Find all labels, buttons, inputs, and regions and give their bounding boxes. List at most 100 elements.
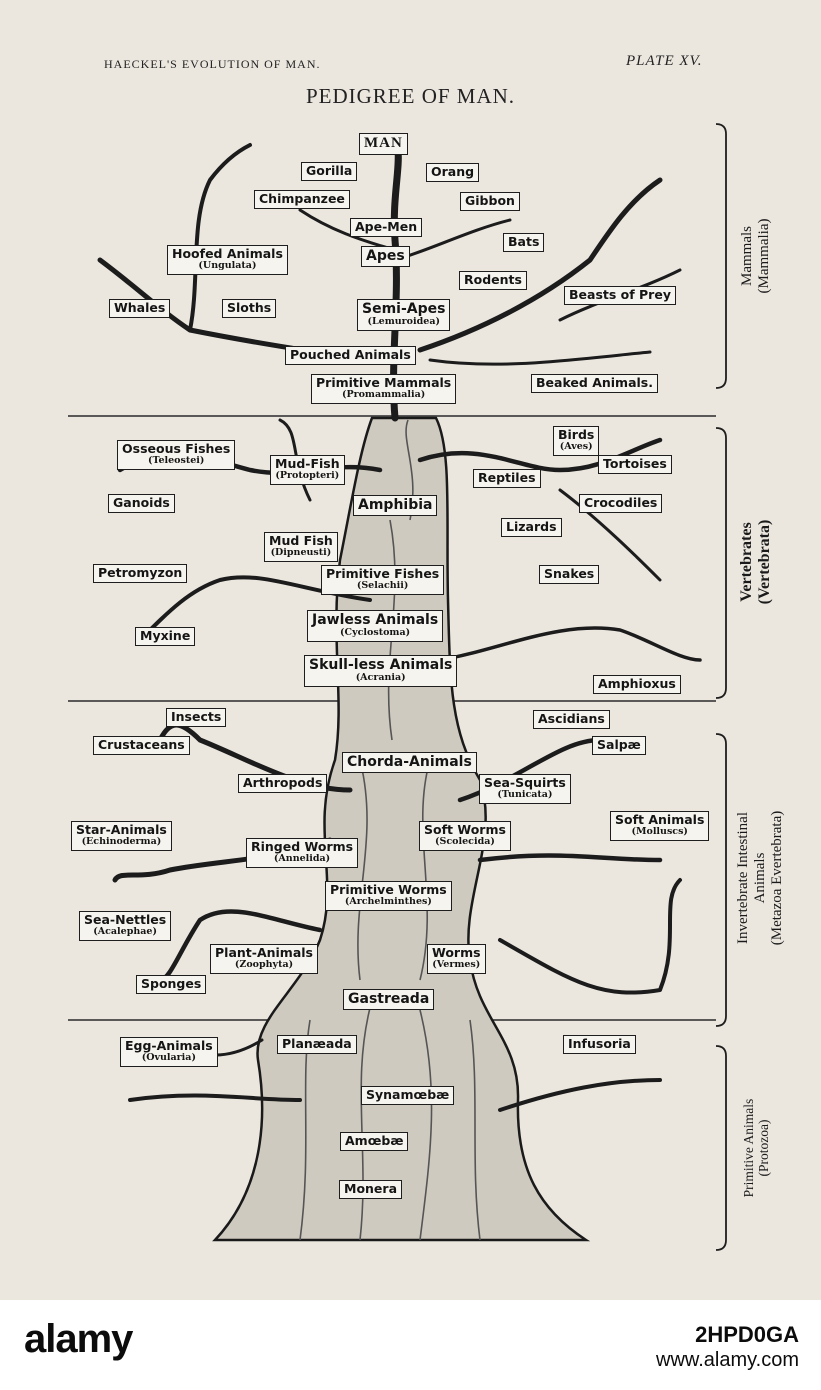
- label-beasts-of-prey-name: Beasts of Prey: [569, 287, 671, 302]
- label-planaeada-name: Planæada: [282, 1036, 352, 1051]
- label-bats: Bats: [503, 233, 545, 253]
- label-pouched-animals-name: Pouched Animals: [290, 347, 411, 362]
- label-crustaceans: Crustaceans: [93, 736, 190, 756]
- label-plant-animals-sub: (Zoophyta): [234, 959, 294, 971]
- label-tortoises: Tortoises: [598, 455, 672, 475]
- section-protozoa-sub: (Protozoa): [756, 1119, 771, 1177]
- section-label-invertebrates: Invertebrate Intestinal Animals (Metazoa…: [735, 748, 785, 1008]
- label-osseous-fishes-sub: (Teleostei): [147, 455, 205, 467]
- label-chorda-animals: Chorda-Animals: [342, 752, 477, 774]
- label-amphioxus-name: Amphioxus: [598, 676, 676, 691]
- label-mud-fish-dipneusti-sub: (Dipneusti): [270, 547, 332, 559]
- label-mud-fish-dipneusti-name: Mud Fish: [269, 533, 333, 548]
- label-orang-name: Orang: [431, 164, 475, 179]
- label-chimpanzee: Chimpanzee: [254, 190, 350, 210]
- label-beaked-animals: Beaked Animals.: [531, 374, 658, 394]
- label-arthropods-name: Arthropods: [243, 775, 323, 790]
- label-petromyzon-name: Petromyzon: [98, 565, 183, 580]
- label-reptiles-name: Reptiles: [478, 470, 536, 485]
- section-invertebrates-sub: (Metazoa Evertebrata): [768, 810, 785, 946]
- label-ganoids-name: Ganoids: [113, 495, 170, 510]
- tree-trunk: [212, 416, 591, 1242]
- label-chimpanzee-name: Chimpanzee: [259, 191, 345, 206]
- label-synamoebae: Synamœbæ: [361, 1086, 455, 1106]
- label-amoebae: Amœbæ: [340, 1132, 409, 1152]
- label-skull-less-animals-name: Skull-less Animals: [309, 657, 453, 673]
- label-primitive-worms-name: Primitive Worms: [330, 882, 447, 897]
- label-skull-less-animals-sub: (Acrania): [355, 672, 406, 684]
- label-ringed-worms-sub: (Annelida): [273, 853, 331, 865]
- label-jawless-animals: Jawless Animals(Cyclostoma): [307, 610, 444, 643]
- plate-number: PLATE XV.: [626, 53, 703, 69]
- label-star-animals-sub: (Echinoderma): [81, 836, 162, 848]
- label-petromyzon: Petromyzon: [93, 564, 188, 584]
- label-apes-name: Apes: [366, 248, 405, 264]
- tree-illustration: [68, 123, 727, 1251]
- section-invertebrates-name: Invertebrate Intestinal: [734, 811, 751, 945]
- label-plant-animals: Plant-Animals(Zoophyta): [210, 944, 318, 975]
- label-worms-name: Worms: [432, 945, 481, 960]
- label-gibbon: Gibbon: [460, 192, 520, 212]
- label-synamoebae-name: Synamœbæ: [366, 1087, 450, 1102]
- label-jawless-animals-name: Jawless Animals: [312, 612, 439, 628]
- label-mud-fish-protopteri: Mud-Fish(Protopteri): [270, 455, 345, 486]
- label-soft-worms-name: Soft Worms: [424, 822, 506, 837]
- label-worms: Worms(Vermes): [427, 944, 486, 975]
- section-vertebrates-sub: (Vertebrata): [756, 519, 773, 605]
- label-gastreada-name: Gastreada: [348, 991, 430, 1007]
- label-egg-animals-name: Egg-Animals: [125, 1038, 213, 1053]
- label-man: MAN: [359, 133, 408, 156]
- label-beasts-of-prey: Beasts of Prey: [564, 286, 676, 306]
- label-ganoids: Ganoids: [108, 494, 175, 514]
- label-chorda-animals-name: Chorda-Animals: [347, 754, 472, 770]
- watermark-bar: [0, 1300, 821, 1390]
- label-monera-name: Monera: [344, 1181, 398, 1196]
- label-sea-nettles-name: Sea-Nettles: [84, 912, 167, 927]
- label-jawless-animals-sub: (Cyclostoma): [340, 627, 411, 639]
- label-semi-apes-name: Semi-Apes: [362, 301, 446, 317]
- label-mud-fish-protopteri-sub: (Protopteri): [275, 470, 340, 482]
- label-worms-sub: (Vermes): [432, 959, 481, 971]
- label-sponges-name: Sponges: [141, 976, 202, 991]
- label-osseous-fishes-name: Osseous Fishes: [122, 441, 231, 456]
- label-semi-apes: Semi-Apes(Lemuroidea): [357, 299, 451, 332]
- section-brackets: [715, 123, 727, 1251]
- label-tortoises-name: Tortoises: [603, 456, 667, 471]
- label-rodents: Rodents: [459, 271, 527, 291]
- label-gorilla: Gorilla: [301, 162, 358, 182]
- label-apes: Apes: [361, 246, 410, 268]
- label-snakes: Snakes: [539, 565, 600, 585]
- label-crocodiles: Crocodiles: [579, 494, 663, 514]
- running-header: HAECKEL'S EVOLUTION OF MAN.: [104, 57, 321, 71]
- label-lizards: Lizards: [501, 518, 562, 538]
- label-primitive-fishes: Primitive Fishes(Selachii): [321, 565, 445, 596]
- watermark-logo: alamy: [24, 1317, 133, 1361]
- label-sea-squirts-sub: (Tunicata): [497, 789, 553, 801]
- label-ascidians: Ascidians: [533, 710, 610, 730]
- label-man-name: MAN: [364, 135, 403, 151]
- label-salpae-name: Salpæ: [597, 737, 641, 752]
- label-myxine: Myxine: [135, 627, 196, 647]
- label-sea-squirts-name: Sea-Squirts: [484, 775, 566, 790]
- label-sea-nettles: Sea-Nettles(Acalephae): [79, 911, 172, 942]
- label-ringed-worms-name: Ringed Worms: [251, 839, 354, 854]
- label-hoofed-animals-sub: (Ungulata): [198, 260, 257, 272]
- label-ascidians-name: Ascidians: [538, 711, 605, 726]
- watermark-url: www.alamy.com: [656, 1349, 799, 1372]
- label-insects-name: Insects: [171, 709, 222, 724]
- label-hoofed-animals-name: Hoofed Animals: [172, 246, 283, 261]
- section-label-protozoa: Primitive Animals (Protozoa): [741, 1038, 771, 1258]
- label-insects: Insects: [166, 708, 227, 728]
- label-birds: Birds(Aves): [553, 426, 600, 457]
- label-soft-worms-sub: (Scolecida): [435, 836, 495, 848]
- label-semi-apes-sub: (Lemuroidea): [367, 316, 440, 328]
- section-label-mammals: Mammals (Mammalia): [739, 146, 773, 366]
- label-sea-nettles-sub: (Acalephae): [93, 926, 157, 938]
- label-primitive-fishes-name: Primitive Fishes: [326, 566, 440, 581]
- section-invertebrates-name2: Animals: [751, 852, 768, 904]
- label-soft-animals: Soft Animals(Molluscs): [610, 811, 710, 842]
- label-hoofed-animals: Hoofed Animals(Ungulata): [167, 245, 288, 276]
- label-primitive-worms: Primitive Worms(Archelminthes): [325, 881, 452, 912]
- label-pouched-animals: Pouched Animals: [285, 346, 416, 366]
- label-arthropods: Arthropods: [238, 774, 328, 794]
